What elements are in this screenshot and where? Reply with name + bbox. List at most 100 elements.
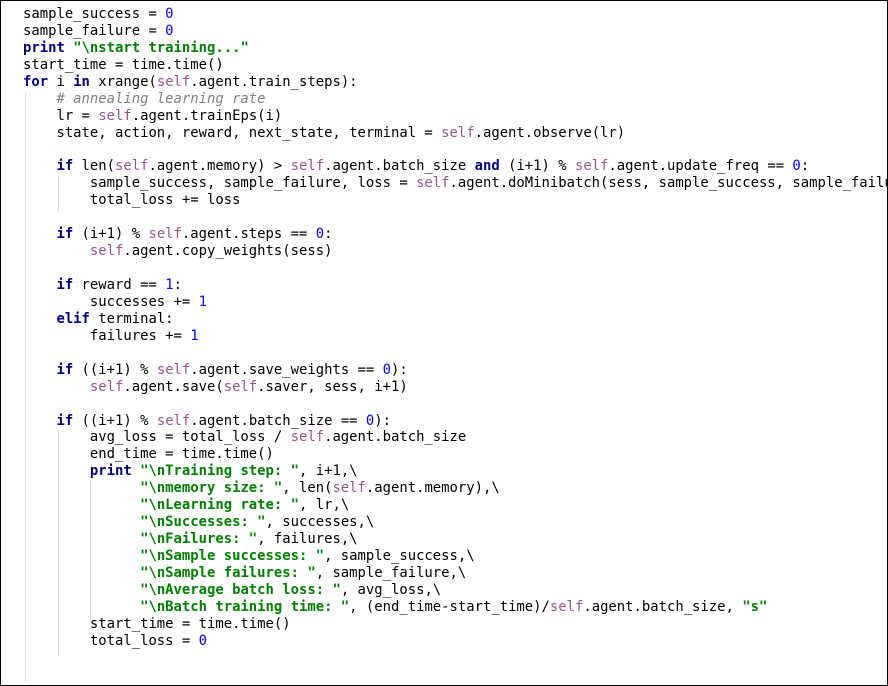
code-text: , sample_success,\ [324,548,475,564]
code-text [23,311,56,327]
code-text: ((i+1) % [81,361,157,378]
code-line [23,650,887,667]
code-line: "\nLearning rate: ", lr,\ [23,497,887,514]
code-line: print "\nstart training..." [23,39,887,57]
keyword-token: for [23,73,57,90]
code-text: .agent.copy_weights(sess) [123,243,333,260]
code-text: .agent.train_steps): [190,73,358,90]
code-text [23,243,90,259]
keyword-token: if [56,277,82,293]
self-token: self [223,378,258,395]
self-token: self [156,412,191,429]
string-token: "\nSample successes: " [140,548,325,564]
code-text [23,565,140,581]
code-text: terminal: [98,310,174,327]
number-token: 1 [190,327,199,344]
indent-guide [58,430,59,655]
code-line: for i in xrange(self.agent.train_steps): [23,73,887,91]
code-line: successes += 1 [23,293,887,311]
string-token: "\nstart training..." [73,39,249,56]
code-text: sample_success = [23,6,166,22]
code-text: , i+1,\ [299,463,358,480]
code-line [23,260,887,277]
string-token: "s" [742,598,768,615]
code-line [23,142,887,159]
code-text: start_time = time.time() [23,615,291,632]
code-text: (i+1) % [81,226,149,243]
code-line: # annealing learning rate [23,91,887,108]
code-line: "\nmemory size: ", len(self.agent.memory… [23,480,887,497]
code-text [23,413,56,429]
code-line: total_loss = 0 [23,632,887,650]
code-line: start_time = time.time() [23,615,887,633]
code-text: ): [374,412,392,429]
code-text [23,548,140,564]
code-text: successes += [23,293,199,310]
code-text: ): [391,361,408,378]
code-line: avg_loss = total_loss / self.agent.batch… [23,429,887,446]
keyword-token: if [56,226,82,243]
number-token: 0 [792,158,801,175]
indent-guide [25,92,26,682]
self-token: self [441,124,475,141]
string-token: "\nFailures: " [140,531,258,548]
code-line: "\nSuccesses: ", successes,\ [23,514,887,531]
code-text: , avg_loss,\ [340,581,442,598]
number-token: 0 [315,226,325,243]
code-line: print "\nTraining step: ", i+1,\ [23,463,887,480]
number-token: 0 [198,632,207,649]
code-text [23,497,140,513]
keyword-token: print [23,39,74,56]
code-line: "\nAverage batch loss: ", avg_loss,\ [23,581,887,599]
code-text: len( [81,158,115,175]
code-text: avg_loss = total_loss / [23,429,291,446]
keyword-token: elif [56,310,99,327]
string-token: "\nTraining step: " [140,463,299,480]
code-line: failures += 1 [23,327,887,345]
code-text: end_time = time.time() [23,446,274,463]
code-line: if len(self.agent.memory) > self.agent.b… [23,158,887,175]
code-text [23,362,56,378]
code-text: , lr,\ [299,497,350,514]
code-text: .saver, sess, i+1) [257,378,408,395]
code-text: .agent.batch_size [324,429,467,446]
code-text: .agent.memory),\ [365,480,500,497]
code-text: , (end_time-start_time)/ [349,598,550,615]
code-text: total_loss += loss [23,192,241,209]
code-text: .agent.steps == [181,226,316,243]
number-token: 0 [165,6,174,22]
number-token: 0 [365,412,375,429]
code-line: "\nSample successes: ", sample_success,\ [23,548,887,565]
code-text: ((i+1) % [81,412,157,429]
code-line: lr = self.agent.trainEps(i) [23,108,887,125]
code-text [23,599,140,615]
code-text: xrange( [98,73,157,90]
code-text: reward == [81,277,166,293]
code-line: sample_success, sample_failure, loss = s… [23,175,887,192]
code-line: sample_success = 0 [23,6,887,23]
code-text: .agent.observe(lr) [474,124,626,141]
code-line: "\nFailures: ", failures,\ [23,531,887,548]
keyword-token: if [56,412,82,429]
code-text: , len( [282,480,333,497]
code-text: start_time = time.time() [23,56,224,73]
self-token: self [115,158,149,175]
self-token: self [290,158,325,175]
code-text: .agent.batch_size == [190,412,366,429]
self-token: self [156,361,191,378]
code-text [23,379,90,395]
code-line: if (i+1) % self.agent.steps == 0: [23,226,887,243]
code-line: if reward == 1: [23,277,887,294]
self-token: self [148,226,182,243]
self-token: self [416,175,450,192]
keyword-token: print [89,463,141,480]
code-line: start_time = time.time() [23,56,887,74]
code-text: .agent.save( [123,378,224,395]
code-line: elif terminal: [23,310,887,328]
code-line: if ((i+1) % self.agent.save_weights == 0… [23,361,887,379]
code-text: .agent.batch_size [324,158,475,175]
code-text: .agent.memory) > [148,158,291,175]
string-token: "\nmemory size: " [140,480,283,497]
string-token: "\nSample failures: " [140,564,316,581]
